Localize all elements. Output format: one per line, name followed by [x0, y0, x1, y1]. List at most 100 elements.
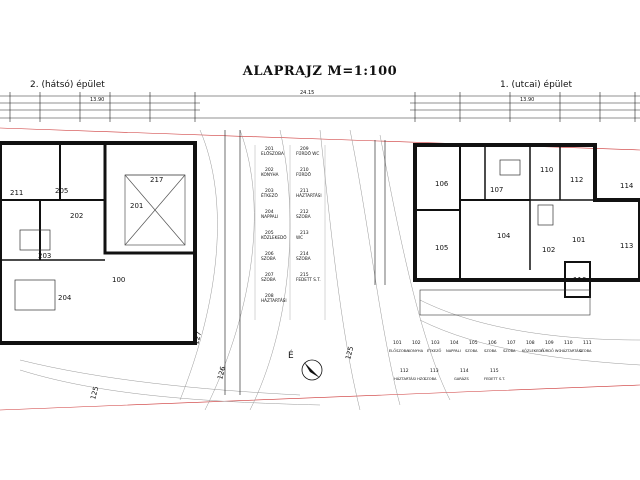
legend-room-name: GARÁZS — [454, 376, 470, 381]
room-legend: 201ELŐSZOBA202KONYHA203ÉTKEZŐ204NAPPALI2… — [261, 146, 592, 381]
legend-room-number: 214 — [300, 251, 309, 257]
legend-room-number: 104 — [450, 340, 459, 346]
legend-room-number: 205 — [265, 230, 274, 236]
legend-room-number: 106 — [488, 340, 497, 346]
room-number: 107 — [490, 186, 503, 194]
legend-room-number: 111 — [583, 340, 592, 346]
street-building — [413, 143, 640, 316]
rear-room-labels: 211 205 202 201 203 204 217 100 — [10, 176, 163, 302]
legend-room-name: ÉTKEZŐ — [261, 193, 278, 198]
legend-room-number: 112 — [400, 368, 409, 374]
legend-room-name: KÖZLEKEDŐ — [522, 348, 544, 353]
legend-room-number: 213 — [300, 230, 309, 236]
legend-room-number: 107 — [507, 340, 516, 346]
top-dimension-lines — [0, 92, 640, 122]
legend-room-number: 210 — [300, 167, 309, 173]
legend-room-number: 202 — [265, 167, 274, 173]
legend-room-number: 102 — [412, 340, 421, 346]
legend-room-name: SZOBA — [484, 349, 497, 353]
room-number: 205 — [55, 187, 68, 195]
legend-room-number: 211 — [300, 188, 309, 194]
legend-room-name: HÁZTARTÁSI — [296, 193, 322, 198]
legend-room-name: SZOBA — [579, 349, 592, 353]
slope-label-d: 125 — [89, 386, 100, 401]
legend-room-name: KONYHA — [408, 349, 424, 353]
room-number: 105 — [435, 244, 448, 252]
room-number: 201 — [130, 202, 143, 210]
legend-room-name: SZOBA — [261, 256, 276, 261]
room-number: 104 — [497, 232, 511, 240]
room-number: 217 — [150, 176, 163, 184]
north-arrow — [301, 359, 323, 381]
legend-room-number: 115 — [490, 368, 499, 374]
slope-label-c: 125 — [344, 346, 355, 361]
legend-room-number: 113 — [430, 368, 439, 374]
legend-room-name: WC — [296, 235, 303, 240]
legend-room-number: 203 — [265, 188, 274, 194]
legend-room-number: 206 — [265, 251, 274, 257]
street-building-label: 1. (utcai) épület — [500, 80, 573, 90]
room-number: 211 — [10, 189, 23, 197]
room-number: 204 — [58, 294, 72, 302]
legend-room-number: 208 — [265, 293, 274, 299]
room-number: 110 — [540, 166, 553, 174]
room-number: 114 — [620, 182, 634, 190]
legend-room-number: 209 — [300, 146, 309, 152]
room-number: 203 — [38, 252, 51, 260]
legend-room-name: SZOBA — [503, 349, 516, 353]
dim-top-total: 24.15 — [300, 90, 314, 96]
legend-room-name: HÁZTARTÁSI — [261, 298, 287, 303]
legend-room-name: ÉTKEZŐ — [427, 348, 442, 353]
rear-building-label: 2. (hátsó) épület — [30, 80, 105, 90]
legend-room-name: ELŐSZOBA — [261, 151, 284, 156]
dim-top-street: 13.90 — [520, 97, 534, 103]
legend-room-number: 114 — [460, 368, 469, 374]
dim-top-rear: 13.90 — [90, 97, 104, 103]
legend-room-name: KÖZLEKEDŐ — [261, 235, 287, 240]
legend-room-number: 103 — [431, 340, 440, 346]
room-number: 112 — [570, 176, 583, 184]
legend-room-name: SZOBA — [424, 377, 437, 381]
room-number: 101 — [572, 236, 585, 244]
legend-room-name: FEDETT S.T. — [296, 277, 321, 282]
room-number: 202 — [70, 212, 83, 220]
legend-room-number: 215 — [300, 272, 309, 278]
legend-room-number: 108 — [526, 340, 535, 346]
legend-room-name: SZOBA — [296, 256, 311, 261]
legend-room-name: FÜRDŐ WC — [541, 348, 561, 353]
legend-room-name: HÁZTARTÁSI — [560, 348, 582, 353]
legend-room-name: NAPPALI — [446, 349, 461, 353]
room-number: 102 — [542, 246, 555, 254]
legend-room-number: 207 — [265, 272, 274, 278]
slope-label-a: 127 — [192, 331, 203, 346]
legend-room-name: SZOBA — [465, 349, 478, 353]
legend-room-number: 204 — [265, 209, 274, 215]
room-number: 106 — [435, 180, 449, 188]
legend-room-name: KONYHA — [261, 172, 279, 177]
room-number: 100 — [112, 276, 125, 284]
slope-label-b: 126 — [216, 365, 227, 381]
legend-room-number: 110 — [564, 340, 573, 346]
north-label: É — [288, 349, 294, 361]
street-room-labels: 106 107 110 112 114 104 105 102 101 113 116 — [435, 166, 634, 284]
room-number: 113 — [620, 242, 633, 250]
legend-room-name: NAPPALI — [261, 214, 278, 219]
rear-building — [0, 141, 197, 345]
legend-room-name: FÜRDŐ — [296, 172, 312, 177]
legend-rules — [254, 145, 326, 320]
legend-room-number: 101 — [393, 340, 402, 346]
legend-room-number: 201 — [265, 146, 274, 152]
legend-room-number: 105 — [469, 340, 478, 346]
legend-room-name: HÁZTARTÁSI HZO — [394, 376, 425, 381]
page-title: ALAPRAJZ M=1:100 — [242, 64, 398, 79]
legend-room-name: FÜRDŐ WC — [296, 151, 319, 156]
legend-room-number: 109 — [545, 340, 554, 346]
legend-room-name: SZOBA — [261, 277, 276, 282]
room-number: 116 — [573, 276, 587, 284]
site-lines — [224, 130, 386, 395]
legend-room-number: 212 — [300, 209, 309, 215]
legend-room-name: FEDETT S.T. — [484, 377, 505, 381]
legend-room-name: SZOBA — [296, 214, 311, 219]
legend-room-name: ELŐSZOBA — [389, 348, 409, 353]
